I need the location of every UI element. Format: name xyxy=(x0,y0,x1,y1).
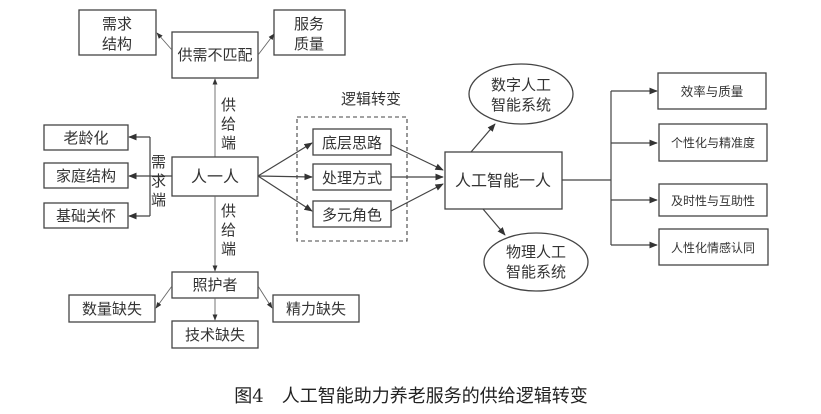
caregiver-label: 照护者 xyxy=(192,276,237,294)
arrow-to-multiple-roles xyxy=(257,175,313,212)
arrow-mismatch-to-service-quality xyxy=(257,33,275,56)
supply-char: 端 xyxy=(221,134,236,152)
demand-item-basic-care: 基础关怀 xyxy=(43,202,129,229)
human-human-label: 人一人 xyxy=(191,167,239,186)
physical-system-line2: 智能系统 xyxy=(506,263,566,281)
outcome-humanized-emotional-identity: 人性化情感认同 xyxy=(658,228,769,266)
caregiver-quantity-shortage: 数量缺失 xyxy=(68,294,156,323)
logic-item-label: 处理方式 xyxy=(322,169,382,187)
supply-demand-mismatch-node: 供需不匹配 xyxy=(171,31,259,79)
arrow-underlying-to-ai xyxy=(390,144,444,171)
supply-char: 给 xyxy=(221,115,236,133)
logic-item-processing-method: 处理方式 xyxy=(312,163,392,191)
caregiver-energy-shortage: 精力缺失 xyxy=(272,294,360,323)
demand-char: 需 xyxy=(151,153,166,171)
outcome-timeliness-mutual-aid: 及时性与互助性 xyxy=(658,183,768,217)
demand-item-aging: 老龄化 xyxy=(43,124,129,151)
supply-char: 端 xyxy=(221,240,236,258)
supply-side-label-lower: 供 给 端 xyxy=(221,202,236,258)
physical-system-line1: 物理人工 xyxy=(506,243,566,261)
digital-system-line1: 数字人工 xyxy=(491,76,551,94)
outcome-label: 及时性与互助性 xyxy=(671,194,755,208)
ai-human-node: 人工智能一人 xyxy=(444,151,563,210)
supply-char: 供 xyxy=(221,202,236,220)
arrow-to-physical-system xyxy=(482,208,506,236)
arrow-to-digital-system xyxy=(470,123,496,153)
caregiver-skill-shortage: 技术缺失 xyxy=(171,320,259,349)
outcome-label: 人性化情感认同 xyxy=(671,240,755,255)
supply-side-label-upper: 供 给 端 xyxy=(221,96,236,152)
caregiver-node: 照护者 xyxy=(171,271,259,299)
arrow-to-energy-shortage xyxy=(257,285,273,309)
service-quality-node: 服务 质量 xyxy=(273,9,346,56)
caregiver-item-label: 技术缺失 xyxy=(185,326,245,344)
demand-item-label: 家庭结构 xyxy=(56,167,116,185)
demand-char: 端 xyxy=(151,191,166,209)
demand-side-label: 需 求 端 xyxy=(151,153,166,209)
demand-structure-node: 需求 结构 xyxy=(78,9,157,56)
demand-structure-line1: 需求 xyxy=(102,15,132,33)
demand-item-label: 基础关怀 xyxy=(56,207,116,225)
supply-char: 给 xyxy=(221,221,236,239)
digital-system-line2: 智能系统 xyxy=(491,96,551,114)
logic-item-multiple-roles: 多元角色 xyxy=(312,200,392,228)
logic-shift-title: 逻辑转变 xyxy=(341,90,401,108)
logic-shift-group xyxy=(296,116,408,242)
logic-item-underlying-thinking: 底层思路 xyxy=(312,128,392,156)
arrow-to-processing-method xyxy=(257,173,313,181)
outcome-label: 效率与质量 xyxy=(681,84,744,99)
arrow-to-underlying-thinking xyxy=(257,142,313,177)
physical-ai-system-node: 物理人工 智能系统 xyxy=(483,232,589,292)
mismatch-label: 供需不匹配 xyxy=(177,46,252,64)
outcome-label: 个性化与精准度 xyxy=(671,135,755,150)
logic-item-label: 底层思路 xyxy=(322,134,382,152)
arrow-mismatch-to-demand-structure xyxy=(156,32,173,51)
arrow-roles-to-ai xyxy=(390,183,444,212)
supply-char: 供 xyxy=(221,96,236,114)
outcome-personalization-precision: 个性化与精准度 xyxy=(658,123,768,162)
logic-item-label: 多元角色 xyxy=(322,206,382,224)
figure-caption: 图4 人工智能助力养老服务的供给逻辑转变 xyxy=(234,386,587,407)
ai-human-label: 人工智能一人 xyxy=(455,171,551,190)
demand-structure-line2: 结构 xyxy=(102,35,132,53)
caregiver-item-label: 精力缺失 xyxy=(286,300,346,318)
digital-ai-system-node: 数字人工 智能系统 xyxy=(468,63,574,125)
demand-item-label: 老龄化 xyxy=(63,129,108,147)
human-human-node: 人一人 xyxy=(171,156,259,197)
service-quality-line2: 质量 xyxy=(294,35,324,53)
caregiver-item-label: 数量缺失 xyxy=(82,300,142,318)
demand-char: 求 xyxy=(151,172,166,190)
service-quality-line1: 服务 xyxy=(294,15,324,33)
outcome-efficiency-quality: 效率与质量 xyxy=(657,72,767,110)
demand-item-family-structure: 家庭结构 xyxy=(43,162,129,189)
arrow-to-quantity-shortage xyxy=(155,285,173,309)
